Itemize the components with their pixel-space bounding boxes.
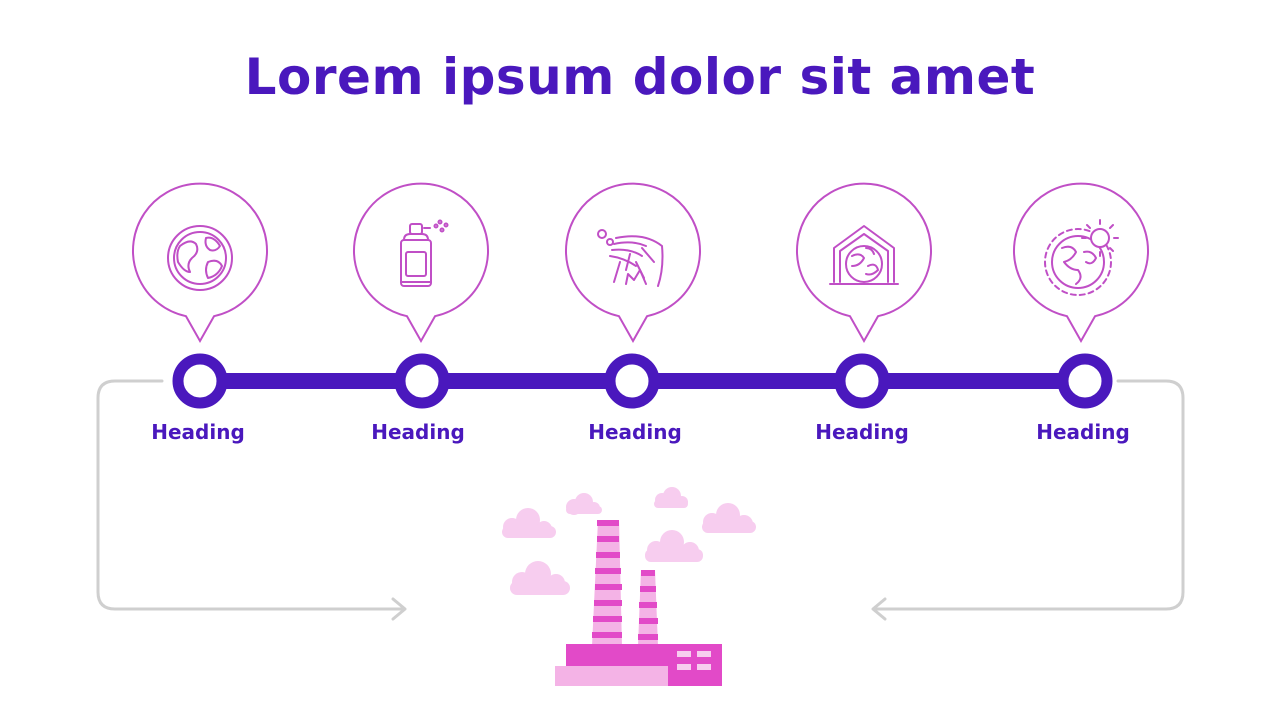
spray-can-icon — [400, 219, 449, 287]
cloud — [502, 508, 556, 538]
step-heading: Heading — [588, 420, 682, 444]
cloud — [702, 503, 756, 533]
pin-bubble — [1013, 182, 1149, 344]
timeline-node — [604, 353, 660, 409]
pollution-clouds — [502, 487, 756, 595]
right-return-arrow — [871, 379, 1185, 621]
left-return-arrow — [96, 379, 407, 621]
pin-bubble — [353, 182, 489, 344]
cloud — [654, 487, 688, 508]
cloud — [645, 530, 703, 562]
cloud — [510, 561, 570, 595]
step-heading: Heading — [1036, 420, 1130, 444]
step-heading: Heading — [815, 420, 909, 444]
timeline-node — [1057, 353, 1113, 409]
timeline-node — [834, 353, 890, 409]
pin-bubble — [796, 182, 932, 344]
meteor-impact-icon — [597, 229, 664, 287]
step-heading: Heading — [151, 420, 245, 444]
tall-chimney — [592, 520, 622, 646]
timeline-node — [394, 353, 450, 409]
pin-bubble — [565, 182, 701, 344]
factory-base — [555, 666, 668, 686]
earth-icon — [167, 225, 233, 291]
factory-illustration — [555, 520, 722, 686]
timeline-node — [172, 353, 228, 409]
factory-office — [668, 644, 722, 686]
cloud — [566, 493, 602, 515]
step-heading: Heading — [371, 420, 465, 444]
page-title: Lorem ipsum dolor sit amet — [244, 48, 1036, 106]
factory-hall — [566, 644, 668, 666]
pin-bubble — [132, 182, 268, 344]
greenhouse-earth-icon — [829, 225, 899, 285]
global-warming-icon — [1044, 219, 1119, 296]
short-chimney — [638, 570, 658, 646]
factory-windows — [677, 651, 711, 670]
